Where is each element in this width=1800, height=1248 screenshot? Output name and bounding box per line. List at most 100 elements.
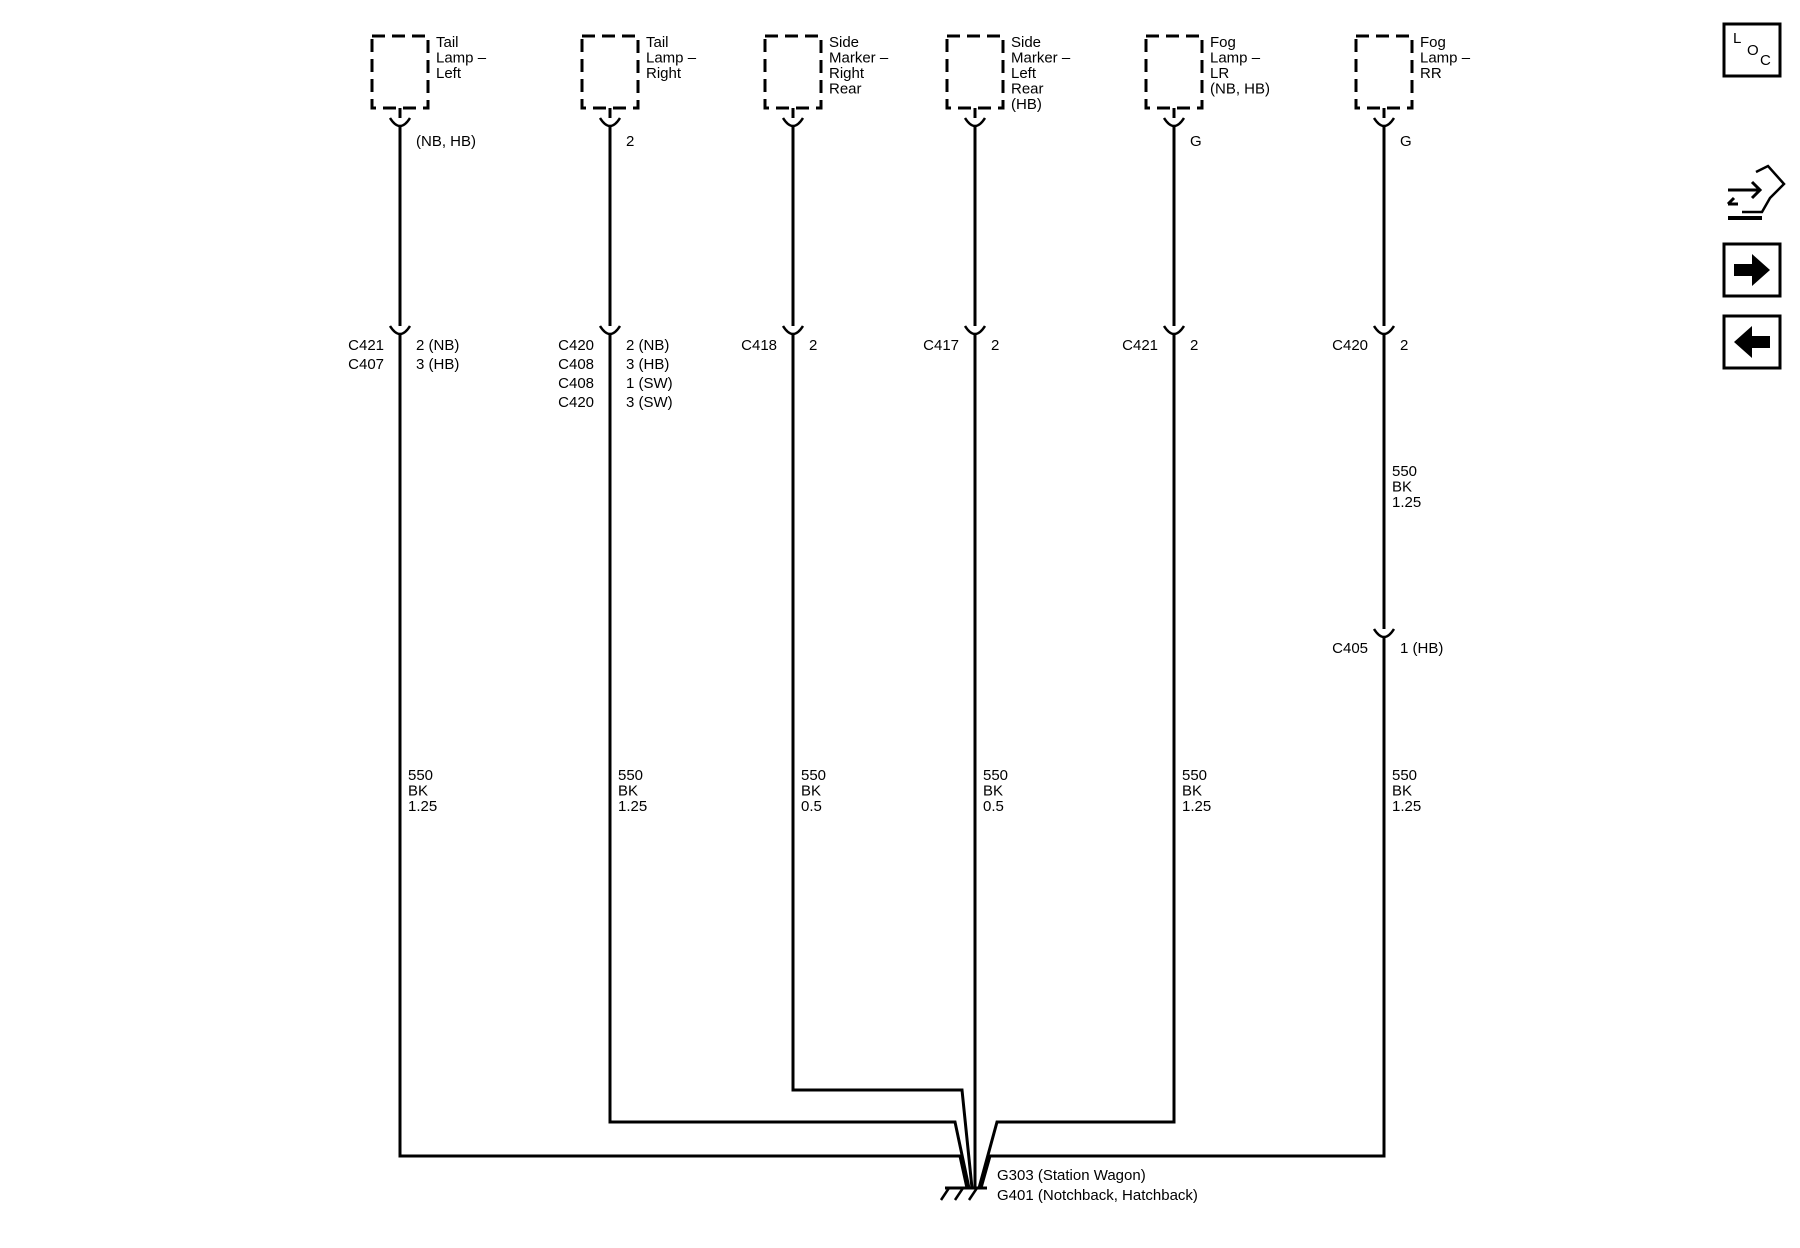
- connector-symbol: [1162, 117, 1186, 128]
- component-name-line: Left: [436, 65, 462, 82]
- inline-connector-pin: 2: [809, 337, 817, 354]
- inline-connector-id: C408: [558, 356, 594, 373]
- inline-connector-id: C407: [348, 356, 384, 373]
- harness-connector-icon[interactable]: [1726, 164, 1786, 220]
- component-pin-label: G: [1400, 133, 1412, 150]
- ground-symbol: G303 (Station Wagon) G401 (Notchback, Hat…: [939, 1167, 1198, 1204]
- inline-connector-pin: 2: [991, 337, 999, 354]
- inline-connector-pin: 2 (NB): [626, 337, 669, 354]
- wire-spec: 1.25: [618, 798, 647, 815]
- inline-connector-symbol: [598, 325, 622, 336]
- inline-connector-symbol: [1372, 325, 1396, 336]
- wire-spec: BK: [1182, 783, 1202, 800]
- component-name-line: Rear: [1011, 81, 1044, 98]
- wire-tail-lamp-right: [608, 334, 971, 1189]
- arrow-right-icon[interactable]: [1722, 242, 1782, 298]
- ground-label: G401 (Notchback, Hatchback): [997, 1187, 1198, 1204]
- component-pin-label: 2: [626, 133, 634, 150]
- wire-fog-lamp-rr: [979, 637, 1386, 1189]
- inline-connector-pin: 1 (HB): [1400, 640, 1443, 657]
- connector-symbol: [598, 117, 622, 128]
- wire-spec: 1.25: [1182, 798, 1211, 815]
- inline-connector-symbol: [1372, 628, 1396, 639]
- component-name-line: Right: [829, 65, 865, 82]
- component-name-line: Lamp –: [436, 50, 487, 67]
- wire-spec: BK: [408, 783, 428, 800]
- wire-tail-lamp-left: [398, 334, 969, 1189]
- component-name-line: (HB): [1011, 96, 1042, 113]
- inline-connector-id: C421: [1122, 337, 1158, 354]
- inline-connector-pin: 2 (NB): [416, 337, 459, 354]
- component-name-line: Rear: [829, 81, 862, 98]
- inline-connector-symbol: [963, 325, 987, 336]
- inline-connector-id: C420: [558, 337, 594, 354]
- loc-letter: L: [1733, 30, 1741, 47]
- inline-connector-pin: 2: [1400, 337, 1408, 354]
- loc-icon[interactable]: LOC: [1722, 22, 1782, 78]
- component-box-side-marker-left-rear: [945, 34, 1005, 110]
- inline-connector-id: C418: [741, 337, 777, 354]
- component-name-line: Right: [646, 65, 682, 82]
- component-pin-label: (NB, HB): [416, 133, 476, 150]
- component-name-line: Tail: [436, 34, 459, 51]
- inline-connector-id: C420: [558, 394, 594, 411]
- loc-letter: O: [1747, 42, 1759, 59]
- wire-spec: 550: [1392, 767, 1417, 784]
- inline-connector-pin: 3 (HB): [626, 356, 669, 373]
- sidebar: LOC: [1722, 22, 1786, 370]
- component-name-line: Lamp –: [1210, 50, 1261, 67]
- connector-symbol: [388, 117, 412, 128]
- connector-symbol: [781, 117, 805, 128]
- wire-spec: BK: [618, 783, 638, 800]
- inline-connector-id: C408: [558, 375, 594, 392]
- wire-spec: 0.5: [801, 798, 822, 815]
- component-box-side-marker-right-rear: [763, 34, 823, 110]
- component-name-line: (NB, HB): [1210, 81, 1270, 98]
- component-name-line: Marker –: [1011, 50, 1071, 67]
- component-name-line: LR: [1210, 65, 1229, 82]
- wire-spec: 1.25: [408, 798, 437, 815]
- component-name-line: RR: [1420, 65, 1442, 82]
- component-pin-label: G: [1190, 133, 1202, 150]
- component-name-line: Lamp –: [1420, 50, 1471, 67]
- inline-connector-id: C417: [923, 337, 959, 354]
- component-name-line: Side: [1011, 34, 1041, 51]
- wire-spec-upper: 550: [1392, 463, 1417, 480]
- component-box-tail-lamp-left: [370, 34, 430, 110]
- inline-connector-pin: 3 (SW): [626, 394, 673, 411]
- wire-spec: 1.25: [1392, 798, 1421, 815]
- component-name-line: Fog: [1210, 34, 1236, 51]
- inline-connector-pin: 2: [1190, 337, 1198, 354]
- wire-spec: BK: [801, 783, 821, 800]
- component-name-line: Fog: [1420, 34, 1446, 51]
- ground-wires: [398, 334, 1386, 1189]
- wire-spec: 550: [1182, 767, 1207, 784]
- component-name-line: Tail: [646, 34, 669, 51]
- inline-connector-symbol: [1162, 325, 1186, 336]
- wire-spec: 0.5: [983, 798, 1004, 815]
- wire-spec: BK: [1392, 783, 1412, 800]
- component-name-line: Lamp –: [646, 50, 697, 67]
- wire-fog-lamp-lr: [977, 334, 1176, 1189]
- inline-connector-id: C405: [1332, 640, 1368, 657]
- wire-spec: 550: [801, 767, 826, 784]
- inline-connector-id: C420: [1332, 337, 1368, 354]
- component-box-tail-lamp-right: [580, 34, 640, 110]
- ground-label: G303 (Station Wagon): [997, 1167, 1146, 1184]
- wire-spec: 550: [408, 767, 433, 784]
- wire-spec: BK: [983, 783, 1003, 800]
- arrow-left-icon[interactable]: [1722, 314, 1782, 370]
- wire-side-marker-right-rear: [791, 334, 974, 1189]
- connector-symbol: [963, 117, 987, 128]
- component-box-fog-lamp-rr: [1354, 34, 1414, 110]
- loc-letter: C: [1760, 52, 1771, 69]
- connector-symbol: [1372, 117, 1396, 128]
